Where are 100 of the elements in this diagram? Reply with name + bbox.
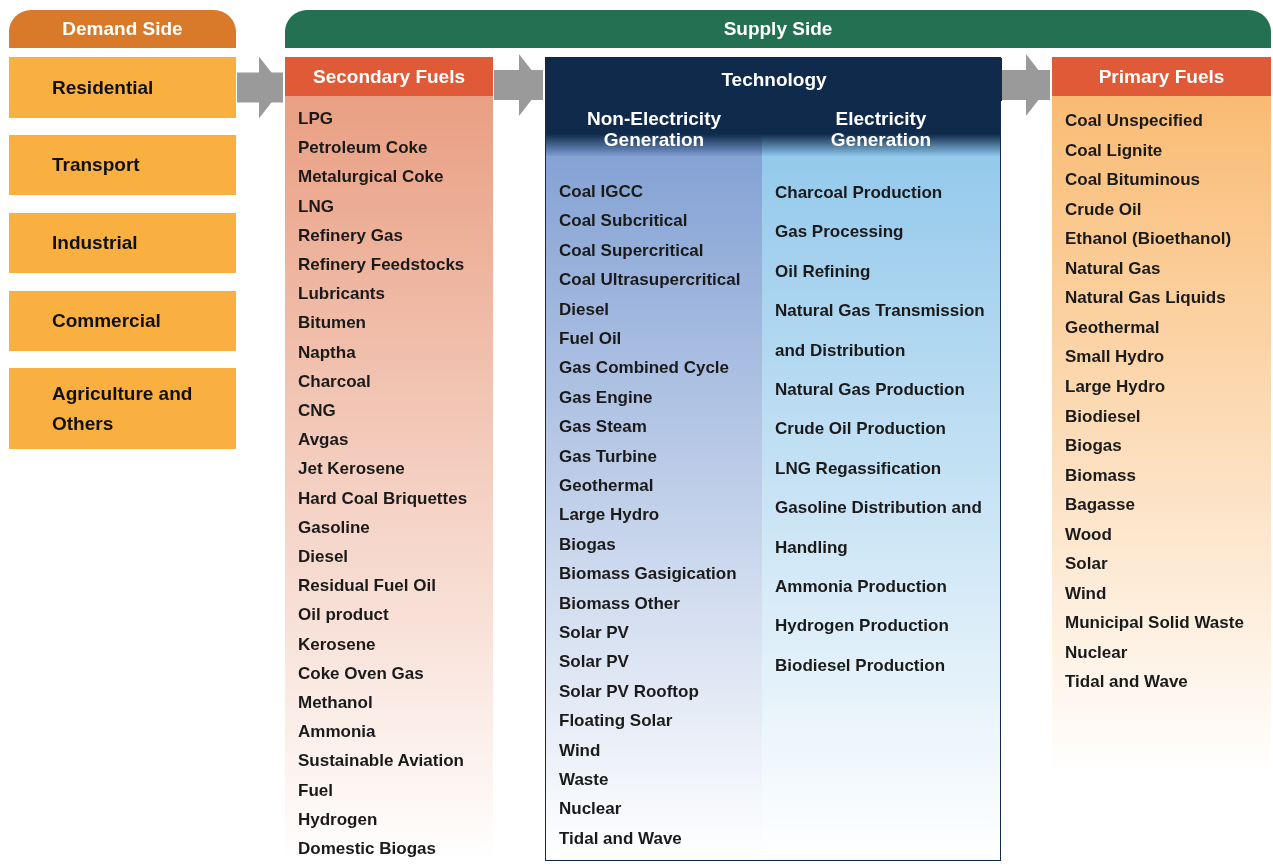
list-item: LPG [298, 108, 334, 130]
sector-box [9, 213, 236, 273]
column-header: Primary Fuels [1052, 57, 1271, 96]
list-item: CNG [298, 400, 337, 422]
list-item: Coal Lignite [1065, 139, 1164, 162]
list-item: Solar PV [559, 622, 630, 644]
sector-box [9, 135, 236, 195]
list-item: Coal Ultrasupercritical [559, 269, 742, 292]
list-item: Wind [1065, 582, 1108, 605]
list-item: Biomass Gasigication [559, 563, 738, 586]
list-item: Naptha [298, 341, 357, 364]
list-item: Wind [559, 739, 602, 762]
header-band: Supply Side [285, 10, 1271, 48]
list-item: Geothermal [559, 475, 655, 497]
list-item: Large Hydro [1065, 375, 1167, 398]
sector-label: Agriculture and Others [52, 381, 194, 436]
list-item: Waste [559, 769, 610, 791]
list-item: Domestic Biogas [298, 838, 437, 860]
sector-box [9, 57, 236, 118]
header-band: Demand Side [9, 10, 236, 48]
list-item: Nuclear [559, 798, 623, 821]
sector-label: Industrial [52, 231, 139, 255]
list-item: Tidal and Wave [1065, 671, 1189, 694]
sector-label: Commercial [52, 309, 162, 333]
list-column [762, 101, 1000, 859]
list-item: Coal Unspecified [1065, 110, 1204, 132]
list-column [546, 101, 762, 859]
list-item: Biogas [1065, 435, 1123, 458]
list-item: Large Hydro [559, 504, 661, 527]
list-item: Kerosene [298, 633, 377, 656]
list-item: Methanol [298, 692, 374, 714]
column-header: Non-Electricity Generation [546, 101, 762, 156]
sector-label: Transport [52, 153, 141, 177]
list-item: LNG Regassification [775, 457, 943, 480]
block-arrow [1002, 54, 1050, 116]
list-item: Diesel [559, 298, 611, 321]
list-item: Coal Supercritical [559, 239, 705, 262]
list-item: Nuclear [1065, 641, 1129, 664]
list-item: Gas Steam [559, 416, 648, 439]
list-item: Gas Turbine [559, 445, 658, 468]
list-item: Small Hydro [1065, 346, 1166, 369]
list-item: Jet Kerosene [298, 458, 406, 481]
list-item: Coal IGCC [559, 181, 645, 203]
list-item: Coke Oven Gas [298, 662, 425, 685]
list-item: Residual Fuel Oil [298, 575, 437, 598]
list-item: Crude Oil Production [775, 418, 947, 441]
list-item: Biomass Other [559, 592, 681, 615]
list-item: Crude Oil [1065, 198, 1143, 221]
list-item: Biogas [559, 533, 617, 556]
list-item: Lubricants [298, 283, 386, 306]
list-item: Solar [1065, 553, 1109, 576]
list-item: Tidal and Wave [559, 827, 683, 850]
block-arrow [237, 56, 283, 119]
list-item: Municipal Solid Waste [1065, 612, 1245, 635]
list-item: Bitumen [298, 312, 367, 335]
list-item: Fuel Oil [559, 328, 623, 350]
sector-box [9, 291, 236, 351]
list-item: Gas Engine [559, 386, 654, 409]
list-item: Natural Gas [1065, 257, 1162, 280]
list-item: Geothermal [1065, 316, 1161, 339]
list-item: Ethanol (Bioethanol) [1065, 228, 1233, 251]
list-item: Ammonia [298, 721, 377, 744]
list-item: Natural Gas Liquids [1065, 287, 1227, 310]
list-item: Coal Bituminous [1065, 169, 1202, 192]
list-item: Solar PV Rooftop [559, 680, 700, 703]
list-item: Diesel [298, 546, 350, 568]
list-item: Gas Processing [775, 221, 905, 244]
list-item: Natural Gas Production [775, 379, 966, 401]
list-item: Gasoline [298, 516, 371, 539]
list-item: Sustainable Aviation Fuel [298, 750, 465, 802]
list-item: Hydrogen Production [775, 615, 950, 638]
list-item: Natural Gas Transmission and Distribution [775, 300, 986, 362]
list-item: Gas Combined Cycle [559, 357, 731, 380]
list-item: Oil product [298, 604, 390, 627]
list-item: Bagasse [1065, 494, 1136, 517]
column-header: Electricity Generation [762, 101, 1000, 156]
list-item: Hard Coal Briquettes [298, 487, 469, 510]
list-item: Refinery Gas [298, 224, 404, 247]
list-item: Charcoal Production [775, 182, 944, 204]
list-item: Petroleum Coke [298, 137, 429, 160]
list-item: Ammonia Production [775, 576, 948, 598]
list-item: Coal Subcritical [559, 210, 689, 233]
list-item: Hydrogen [298, 808, 379, 831]
column-header: Secondary Fuels [285, 57, 493, 96]
list-item: Biomass [1065, 464, 1137, 487]
list-item: Wood [1065, 523, 1113, 546]
list-item: Metalurgical Coke [298, 166, 445, 189]
list-item: LNG [298, 195, 335, 218]
technology-panel [545, 57, 1001, 861]
list-item: Charcoal [298, 370, 372, 393]
sector-box [9, 368, 236, 449]
list-item: Avgas [298, 429, 350, 452]
list-item: Refinery Feedstocks [298, 254, 466, 276]
list-item: Biodiesel Production [775, 654, 947, 677]
sector-label: Residential [52, 75, 155, 100]
list-item: Gasoline Distribution and Handling [775, 497, 983, 559]
list-item: Floating Solar [559, 710, 674, 733]
list-item: Oil Refining [775, 260, 872, 283]
list-item: Biodiesel [1065, 405, 1142, 428]
list-item: Solar PV [559, 651, 630, 674]
